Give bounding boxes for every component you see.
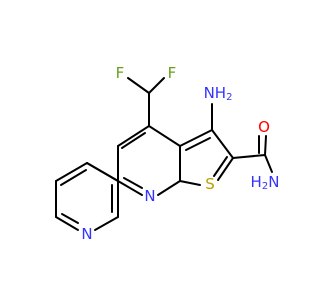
bond-camide-nh2 — [264, 154, 273, 173]
bond-c-f1 — [127, 77, 150, 94]
bond-py-c6-c1 — [86, 162, 119, 182]
molecule-canvas: F F NH2 O H2N S N N — [55, 64, 279, 243]
molecule-structure: F F NH2 O H2N S N N — [55, 64, 279, 243]
bond-c2-s1-double — [213, 156, 228, 177]
atom-amino-nh: NH2 — [204, 84, 233, 103]
bond-layer — [55, 77, 273, 231]
bond-c3a-c3 — [179, 129, 213, 147]
bond-py-n-c5 — [94, 216, 119, 231]
bond-c4-c5 — [117, 125, 150, 147]
atom-label-layer: F F NH2 O H2N S N N — [81, 64, 279, 243]
bond-py-c1-c2 — [55, 162, 88, 182]
bond-c6-n7 — [117, 180, 143, 196]
bond-py-c1-c2-double — [60, 169, 87, 186]
bond-py-c3-n — [55, 216, 79, 231]
atom-amide-o: O — [258, 118, 270, 136]
bond-c3a-c3-double — [185, 137, 211, 151]
bond-c-f2 — [148, 77, 165, 94]
bond-c3a-c4 — [148, 125, 181, 147]
bond-c2-s1 — [217, 157, 234, 181]
bond-s1-c7a — [179, 180, 201, 186]
atom-thiophene-s: S — [205, 175, 215, 193]
atom-f1: F — [116, 64, 125, 82]
bond-py-c3-n-double — [61, 213, 79, 224]
bond-c4-c5-double — [121, 132, 146, 149]
bond-camide-o — [264, 135, 267, 156]
atom-f2: F — [168, 64, 177, 82]
bond-c2-camide — [232, 154, 266, 159]
atom-amide-nh2: H2N — [251, 173, 280, 192]
bond-c3-c2 — [211, 129, 234, 159]
atom-pyridyl-n: N — [81, 225, 92, 243]
bond-n7-c7a — [157, 180, 181, 196]
atom-pyridine-n: N — [144, 187, 155, 205]
bond-c6-n7-double — [123, 177, 143, 189]
